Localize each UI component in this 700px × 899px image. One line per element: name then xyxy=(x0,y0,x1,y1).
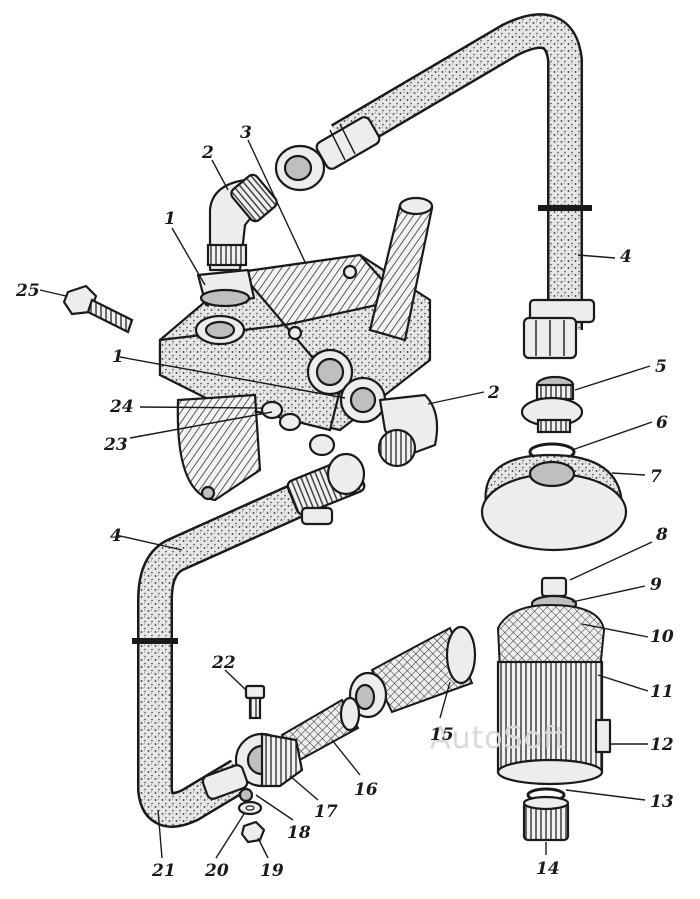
small-nut xyxy=(240,820,266,844)
callout-2-side: 2 xyxy=(487,383,500,403)
callout-labels: 1 2 3 4 5 6 7 8 9 10 11 12 13 14 15 16 1… xyxy=(15,123,674,881)
callout-12: 12 xyxy=(650,735,674,755)
callout-22: 22 xyxy=(211,653,236,673)
filter-element-stack xyxy=(496,576,612,786)
callout-2: 2 xyxy=(201,143,214,163)
watermark: AutoSoft xyxy=(430,721,567,756)
elbow-fitting-top xyxy=(206,173,278,272)
callout-17: 17 xyxy=(314,802,338,822)
spring xyxy=(280,696,361,764)
lower-end-fitting xyxy=(522,298,596,360)
callout-1: 1 xyxy=(164,209,176,229)
washer xyxy=(237,800,263,816)
bolt xyxy=(62,284,134,334)
pipe-clamp-lower xyxy=(201,764,254,803)
callout-15: 15 xyxy=(430,725,454,745)
callout-14: 14 xyxy=(536,859,560,879)
plug-screws xyxy=(260,400,336,457)
lower-fuel-pipe xyxy=(132,452,366,828)
callout-3: 3 xyxy=(240,123,252,143)
union-nut-top xyxy=(196,268,256,308)
strainer-filter xyxy=(348,625,477,719)
callout-21: 21 xyxy=(151,861,176,881)
priming-lever xyxy=(368,196,434,342)
callout-24: 24 xyxy=(109,397,134,417)
union-nut-lower xyxy=(234,732,304,788)
leader-lines xyxy=(39,139,653,859)
callout-19: 19 xyxy=(260,861,284,881)
callout-16: 16 xyxy=(354,780,378,800)
callout-25: 25 xyxy=(15,281,40,301)
small-screw xyxy=(244,684,266,720)
callout-20: 20 xyxy=(204,861,229,881)
callout-9: 9 xyxy=(650,575,662,595)
drain-plug xyxy=(522,795,570,842)
upper-pipe-nut xyxy=(274,144,326,192)
callout-5: 5 xyxy=(655,357,667,377)
upper-fuel-pipe xyxy=(274,13,596,360)
pump-lower-cover xyxy=(176,393,262,502)
callout-8: 8 xyxy=(655,525,668,545)
callout-23: 23 xyxy=(103,435,128,455)
lower-pipe-upper-nut xyxy=(286,452,366,526)
fitting-adapter xyxy=(520,375,584,434)
callout-7: 7 xyxy=(650,467,662,487)
callout-4-lower: 4 xyxy=(110,526,122,546)
callout-18: 18 xyxy=(287,823,311,843)
callout-11: 11 xyxy=(650,682,674,702)
callout-4: 4 xyxy=(620,247,632,267)
callout-1-lower: 1 xyxy=(112,347,124,367)
callout-6: 6 xyxy=(656,413,668,433)
filter-housing-cap xyxy=(480,453,628,552)
upper-pipe-clamp xyxy=(315,116,381,170)
callout-10: 10 xyxy=(650,627,674,647)
callout-13: 13 xyxy=(650,792,674,812)
elbow-fitting-side xyxy=(339,376,439,468)
